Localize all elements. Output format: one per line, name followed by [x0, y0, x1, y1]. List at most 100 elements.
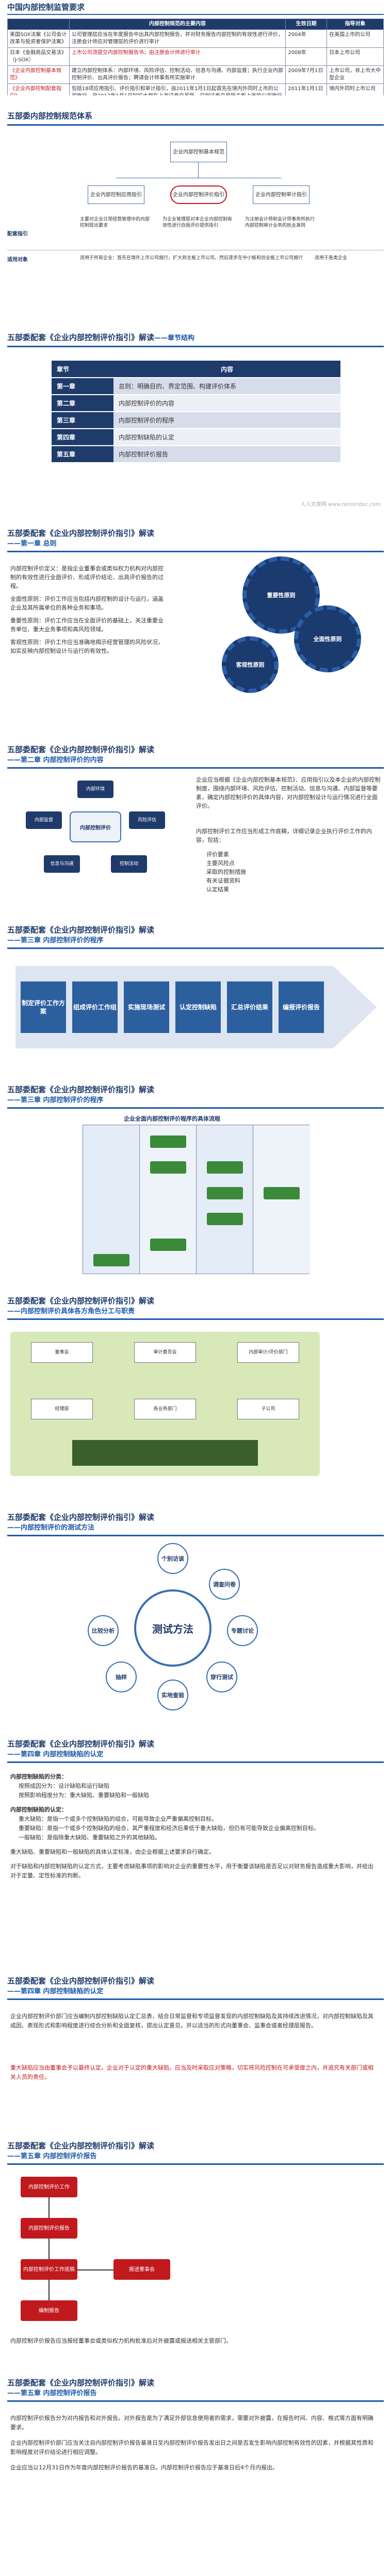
title-divider: [7, 947, 384, 949]
table-cell: 日本上市公司: [327, 47, 384, 66]
flow-node: [207, 1187, 243, 1199]
table-cell: 《企业内部控制基本规范》: [7, 65, 70, 84]
cycle-node: 风险评估: [129, 811, 165, 829]
flowchart-frame: [83, 1125, 310, 1274]
cycle-node: 内部环境: [77, 781, 113, 798]
table-cell: 2009年7月1日: [285, 65, 328, 84]
bullet-item: 重要性原则：评价工作应当在全面评价的基础上，关注重要业务单位、重大业务事项和高风…: [10, 617, 164, 633]
step-box: 汇总评价结果: [227, 981, 272, 1033]
connector-line: [77, 2269, 113, 2270]
list-item: 有关证据资料: [206, 877, 240, 884]
section-title: 五部委配套《企业内部控制评价指引》解读: [7, 2378, 155, 2387]
list-item: 采取的控制措施: [206, 869, 246, 875]
child-desc: 为注册会计师和会计师事务所执行内部控制审计业务的执业准则: [245, 217, 315, 228]
flow-node: [207, 1161, 243, 1174]
report-box: 内部控制评价报告: [21, 2218, 77, 2239]
table-cell: 2004年: [285, 29, 328, 48]
title-divider: [7, 14, 384, 15]
bullet-item: 内部控制评价定义：是指企业董事会或类似权力机构对内部控制的有效性进行全面评价、形…: [10, 565, 164, 589]
title-divider: [7, 1107, 384, 1109]
connector-line: [48, 2239, 50, 2259]
section-subtitle: ——内部控制评价具体各方角色分工与职责: [7, 1308, 135, 1315]
section-chapters: 五部委配套《企业内部控制评价指引》解读——章节结构 章节 内容 第一章总则：明确…: [0, 312, 391, 518]
table-row: 美国SOX法案《公司会计改革与投资者保护法案》 公司管理层应当在年度报告中出具内…: [7, 29, 384, 48]
table-header: [7, 19, 70, 30]
roles-diagram: 董事会 审计委员会 内部审计/评价部门 经理层 各业务部门 子公司: [10, 1332, 320, 1476]
table-cell: 包括18项应用指引、评价指引和审计指引，自2011年1月1日起首先在境内外同时上…: [69, 83, 286, 95]
gear-icon: 重要性原则: [242, 556, 320, 634]
method-circle: 穿行测试: [206, 1662, 237, 1692]
title-divider: [7, 2163, 384, 2165]
target-right: 适用于各类企业: [315, 256, 348, 261]
swimlane: [83, 1125, 140, 1274]
section-procedure: 五部委配套《企业内部控制评价指引》解读 ——第三章 内部控制评价的程序 制定评价…: [0, 914, 391, 1079]
section-title: 五部委配套《企业内部控制评价指引》解读: [7, 529, 155, 538]
section-subtitle: ——第三章 内部控制评价的程序: [7, 1096, 104, 1104]
method-circle: 比较分析: [88, 1615, 119, 1646]
watermark: 人人文库网 www.renrendoc.com: [300, 502, 381, 507]
table-cell: 《企业内部控制配套指引》: [7, 83, 70, 95]
text-line: 重大缺陷：是指一个或多个控制缺陷的组合，可能导致企业严重偏离控制目标。: [19, 1816, 217, 1822]
method-circle: 个别访谈: [157, 1543, 188, 1574]
table-row: 第一章总则：明确目的、界定范围、构建评价体系: [52, 378, 340, 395]
text-line: 按照成因分为：设计缺陷和运行缺陷: [19, 1783, 109, 1789]
step-box: 编报评价报告: [279, 981, 324, 1033]
section-report: 五部委配套《企业内部控制评价指引》解读 ——第五章 内部控制评价报告 内部控制评…: [0, 2367, 391, 2532]
section-title: 五部委配套《企业内部控制评价指引》解读: [7, 745, 155, 754]
child-desc: 主要对企业日常经营管理中的内部控制提出要求: [80, 217, 150, 228]
table-cell: 上市公司，非上市大中型企业: [327, 65, 384, 84]
section-title: 五部委配套《企业内部控制评价指引》解读——章节结构: [7, 333, 195, 342]
table-header: 指导对象: [327, 19, 384, 30]
flow-node: [207, 1213, 243, 1225]
section-subtitle: ——内部控制评价的测试方法: [7, 1524, 95, 1532]
defect-text: 内部控制缺陷的分类： 按照成因分为：设计缺陷和运行缺陷 按照影响程度分为：重大缺…: [10, 1772, 377, 1880]
list: 评价要素 主要风险点 采取的控制措施 有关证据资料 认定结果: [206, 850, 246, 894]
section-title: 五部委内部控制规范体系: [7, 111, 93, 121]
report-box: 内部控制评价工作: [21, 2177, 77, 2197]
section-content: 五部委配套《企业内部控制评价指引》解读 ——第二章 内部控制评价的内容 内部控制…: [0, 734, 391, 914]
child-node: 企业内部控制评价指引: [170, 185, 227, 204]
section-title: 五部委配套《企业内部控制评价指引》解读: [7, 2141, 155, 2150]
role-box: 审计委员会: [134, 1342, 196, 1363]
child-node: 企业内部控制审计指引: [253, 185, 309, 204]
title-divider: [7, 1535, 384, 1536]
bullet-list: 内部控制评价报告分为对内报告和对外报告。对外报告是为了满足外部信息使用者的需求，…: [10, 2414, 377, 2472]
list-item: 评价要素: [206, 851, 229, 858]
section-subtitle: ——第二章 内部控制评价的内容: [7, 756, 104, 764]
section-title: 五部委配套《企业内部控制评价指引》解读: [7, 1296, 155, 1306]
table-header: 内容: [113, 361, 340, 378]
title-divider: [7, 1318, 384, 1320]
method-circle: 专题讨论: [227, 1615, 258, 1646]
step-box: 实施现场测试: [124, 981, 169, 1033]
table-row: 《企业内部控制基本规范》 建立内部控制体系：内部环境、风险评估、控制活动、信息与…: [7, 65, 384, 84]
text-line: 重大缺陷、重要缺陷和一般缺陷的具体认定标准，由企业根据上述要求自行确定。: [10, 1849, 215, 1855]
section-title: 五部委配套《企业内部控制评价指引》解读: [7, 925, 155, 935]
connector-line: [48, 2197, 50, 2218]
section-defects: 五部委配套《企业内部控制评价指引》解读 ——第四章 内部控制缺陷的认定 内部控制…: [0, 1728, 391, 1965]
title-divider: [7, 1761, 384, 1763]
gear-icon: 全面性原则: [294, 605, 361, 672]
list-item: 主要风险点: [206, 860, 235, 867]
section-methods: 五部委配套《企业内部控制评价指引》解读 ——内部控制评价的测试方法 测试方法 个…: [0, 1502, 391, 1728]
table-cell: 美国SOX法案《公司会计改革与投资者保护法案》: [7, 29, 70, 48]
flow-node: [93, 1254, 129, 1266]
section-report-flow: 五部委配套《企业内部控制评价指引》解读 ——第五章 内部控制评价报告 内部控制评…: [0, 2130, 391, 2367]
method-circle: 实地查验: [157, 1680, 188, 1710]
role-box: 董事会: [31, 1342, 93, 1363]
text-line: 重要缺陷：是指一个或多个控制缺陷的组合，其严重程度和经济后果低于重大缺陷，但仍有…: [19, 1825, 319, 1832]
list-item: 认定结果: [206, 886, 229, 893]
swimlane: [253, 1125, 310, 1274]
role-box: 内部审计/评价部门: [237, 1342, 299, 1363]
step-box: 组成评价工作组: [72, 981, 118, 1033]
flow-node: [150, 1136, 186, 1148]
section-regulation: 中国内部控制监管要求 内部控制规范的主要内容 生效日期 指导对象 美国SOX法案…: [0, 0, 391, 95]
table-header: 内部控制规范的主要内容: [69, 19, 286, 30]
title-divider: [7, 767, 384, 769]
table-row: 日本《金融商品交易法》（J-SOX） 上市公司须提交内部控制报告书；由注册会计师…: [7, 47, 384, 66]
section-title: 五部委配套《企业内部控制评价指引》解读: [7, 1739, 155, 1749]
section-title: 中国内部控制监管要求: [7, 3, 85, 12]
section-subtitle: ——第五章 内部控制评价报告: [7, 2389, 97, 2397]
center-circle: 测试方法: [134, 1589, 211, 1667]
table-row: 第五章内部控制评价报告: [52, 446, 340, 463]
text-line: 内部控制缺陷的认定：: [10, 1806, 67, 1813]
